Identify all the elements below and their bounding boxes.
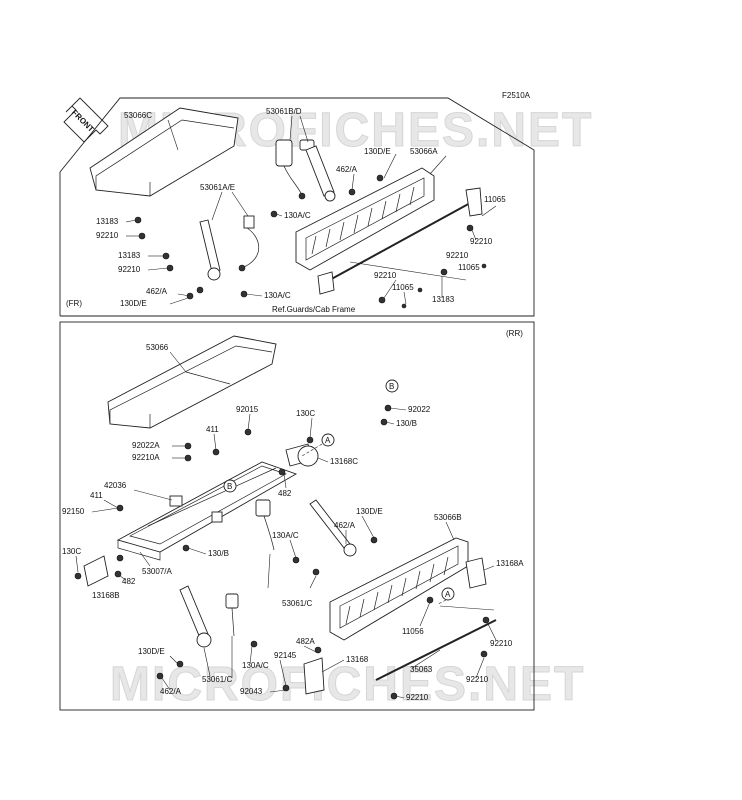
part-label: 92210 <box>466 675 489 684</box>
bottom-panel-labels: 53066 92015 130C 92022 130/B 411 92022A … <box>62 343 524 702</box>
part-label: 130/B <box>396 419 417 428</box>
seat-frame-rear <box>116 461 298 561</box>
callout-a-top: A <box>321 433 335 447</box>
front-arrow-icon: FRONT <box>63 97 109 143</box>
bottom-panel-frame <box>59 321 535 711</box>
part-label: 53061/C <box>202 675 232 684</box>
bottom-panel-leaders <box>75 351 497 699</box>
part-label: 130A/C <box>264 291 291 300</box>
callout-letter: A <box>445 590 451 599</box>
callout-leaders <box>301 443 447 605</box>
part-label: 53066A <box>410 147 438 156</box>
part-label: 411 <box>90 491 103 500</box>
backrest-front <box>295 167 435 271</box>
part-label: 92145 <box>274 651 297 660</box>
top-panel-tag: (FR) <box>66 299 82 308</box>
part-label: 11065 <box>458 263 480 272</box>
part-label: 42036 <box>104 481 127 490</box>
part-label: 53066B <box>434 513 462 522</box>
part-label: 92015 <box>236 405 259 414</box>
part-label: 13183 <box>432 295 455 304</box>
part-label: 130A/C <box>284 211 311 220</box>
part-label: 92210 <box>490 639 513 648</box>
callout-letter: A <box>325 436 331 445</box>
part-label: 130/B <box>208 549 229 558</box>
part-label: 462/A <box>160 687 182 696</box>
part-label: 92043 <box>240 687 263 696</box>
part-label: 92210 <box>470 237 493 246</box>
seat-cushion-rear <box>107 335 277 429</box>
part-label: 53061/C <box>282 599 312 608</box>
part-label: 130D/E <box>138 647 165 656</box>
guard-bar-rear <box>282 557 497 700</box>
part-label: 92210A <box>132 453 160 462</box>
part-label: 462/A <box>334 521 356 530</box>
seat-belt-top <box>199 188 356 281</box>
part-label: 92210 <box>446 251 469 260</box>
part-label: 13183 <box>118 251 141 260</box>
part-label: 482 <box>122 577 136 586</box>
seat-belt-rear-right <box>255 499 378 576</box>
part-label: 92210 <box>374 271 397 280</box>
top-panel-frame <box>59 97 535 317</box>
bottom-panel-tag: (RR) <box>506 329 523 338</box>
part-label: 92022 <box>408 405 431 414</box>
part-label: 11056 <box>402 627 424 636</box>
part-label: 92022A <box>132 441 160 450</box>
part-label: 13183 <box>96 217 119 226</box>
part-label: 130C <box>62 547 81 556</box>
part-label: 53007/A <box>142 567 172 576</box>
part-label: 130D/E <box>356 507 383 516</box>
part-label: 13168C <box>330 457 358 466</box>
small-hardware-top <box>134 174 487 309</box>
part-label: 53061A/E <box>200 183 235 192</box>
part-label: 53066C <box>124 111 152 120</box>
callout-b-frame: B <box>223 479 237 493</box>
part-label: 130D/E <box>120 299 147 308</box>
part-label: 92150 <box>62 507 85 516</box>
part-label: 130C <box>296 409 315 418</box>
top-panel-leaders <box>125 115 497 305</box>
part-label: 13168A <box>496 559 524 568</box>
top-panel-reference: Ref.Guards/Cab Frame <box>272 305 356 314</box>
part-label: 92210 <box>96 231 119 240</box>
top-panel-labels: 53066C 53061B/D 130D/E 462/A 53066A 1106… <box>96 107 506 308</box>
figure-code: F2510A <box>502 91 531 100</box>
callout-letter: B <box>389 382 394 391</box>
callout-letter: B <box>227 482 232 491</box>
part-label: 11065 <box>484 195 506 204</box>
part-label: 13168 <box>346 655 369 664</box>
seat-cushion-front <box>89 107 239 197</box>
part-label: 130D/E <box>364 147 391 156</box>
part-label: 35063 <box>410 665 433 674</box>
callout-b-top: B <box>385 379 399 393</box>
part-label: 482 <box>278 489 292 498</box>
part-label: 53066 <box>146 343 169 352</box>
part-label: 11065 <box>392 283 414 292</box>
part-label: 130A/C <box>242 661 269 670</box>
part-label: 92210 <box>406 693 429 702</box>
part-label: 130A/C <box>272 531 299 540</box>
part-label: 53061B/D <box>266 107 302 116</box>
brackets-rear <box>83 443 319 587</box>
part-label: 13168B <box>92 591 120 600</box>
part-label: 482A <box>296 637 315 646</box>
part-label: 462/A <box>146 287 168 296</box>
part-label: 92210 <box>118 265 141 274</box>
seat-belt-buckle-top <box>275 139 336 202</box>
part-label: 411 <box>206 425 219 434</box>
guard-bar-top <box>317 187 483 295</box>
seat-belt-rear-left <box>179 585 258 648</box>
watermark-bottom: MICROFICHES.NET <box>110 658 585 711</box>
part-label: 462/A <box>336 165 358 174</box>
callout-a-bar: A <box>441 587 455 601</box>
